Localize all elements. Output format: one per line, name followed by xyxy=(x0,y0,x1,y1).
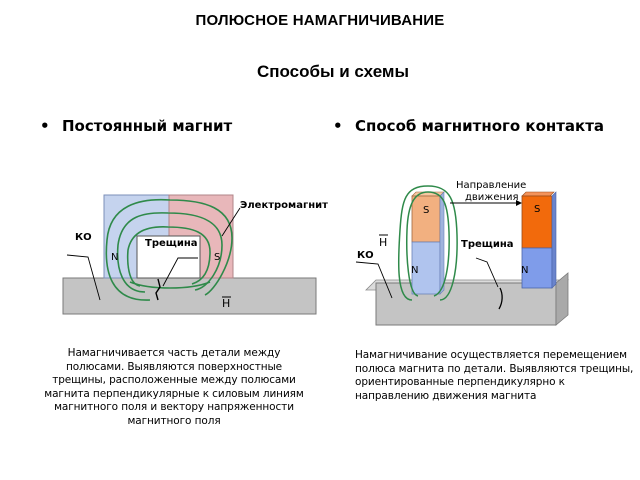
direction-arrow-head xyxy=(516,200,522,206)
bullet-icon: • xyxy=(333,117,343,135)
field-line-mid xyxy=(116,212,223,293)
page-title: ПОЛЮСНОЕ НАМАГНИЧИВАНИЕ xyxy=(195,12,445,29)
plate-side-face xyxy=(555,272,569,326)
electromagnet-leader xyxy=(221,207,241,237)
right-heading-text: Способ магнитного контакта xyxy=(355,117,605,135)
magnet2-south-label: S xyxy=(534,204,540,215)
crack-right-1 xyxy=(498,287,503,310)
direction-label-2: движения xyxy=(465,192,519,203)
magnet1-south-label: S xyxy=(423,205,429,216)
crack-leader xyxy=(162,257,198,287)
left-heading: • Постоянный магнит xyxy=(40,117,232,135)
magnet1-side-face xyxy=(439,191,445,295)
ko-label-left: КО xyxy=(75,232,92,243)
crack xyxy=(155,278,161,301)
field-line-bottom xyxy=(129,281,211,289)
magnet2-south xyxy=(521,195,553,249)
page-subtitle: Способы и схемы xyxy=(256,62,410,81)
h-vector-label-right: H xyxy=(379,236,387,249)
magnet-gap xyxy=(136,235,201,279)
magnet2-side-face xyxy=(551,191,557,289)
magnet1-north xyxy=(411,241,441,295)
field-line-right-outer xyxy=(397,185,458,301)
magnet2-top-face xyxy=(521,191,555,197)
field-line-right-inner xyxy=(406,191,450,297)
magnet1-south xyxy=(411,195,441,243)
field-lines xyxy=(105,198,233,301)
crack-label-left: Трещина xyxy=(145,238,197,249)
left-heading-text: Постоянный магнит xyxy=(62,117,233,135)
h-vector-label: H xyxy=(222,297,230,310)
ko-label-right: КО xyxy=(357,250,374,261)
magnet2-north xyxy=(521,247,553,289)
south-pole-label: S xyxy=(214,252,220,263)
bullet-icon: • xyxy=(40,117,50,135)
magnet2-north-label: N xyxy=(521,265,528,276)
right-description: Намагничивание осуществляется перемещени… xyxy=(355,349,634,402)
north-pole-label: N xyxy=(111,252,118,263)
crack-leader-right xyxy=(475,257,499,288)
crack-label-right: Трещина xyxy=(461,239,513,250)
field-line-outer xyxy=(105,198,233,301)
right-heading: • Способ магнитного контакта xyxy=(333,117,604,135)
field-line-inner xyxy=(126,226,211,287)
magnet1-north-label: N xyxy=(411,265,418,276)
ko-leader xyxy=(66,254,101,301)
plate-front-face xyxy=(375,282,557,326)
field-lines-right xyxy=(397,185,458,301)
electromagnet-label: Электромагнит xyxy=(240,200,328,211)
left-description: Намагничивается часть детали между полюс… xyxy=(44,347,304,427)
ko-leader-right xyxy=(355,261,393,299)
direction-label-1: Направление xyxy=(456,180,526,191)
